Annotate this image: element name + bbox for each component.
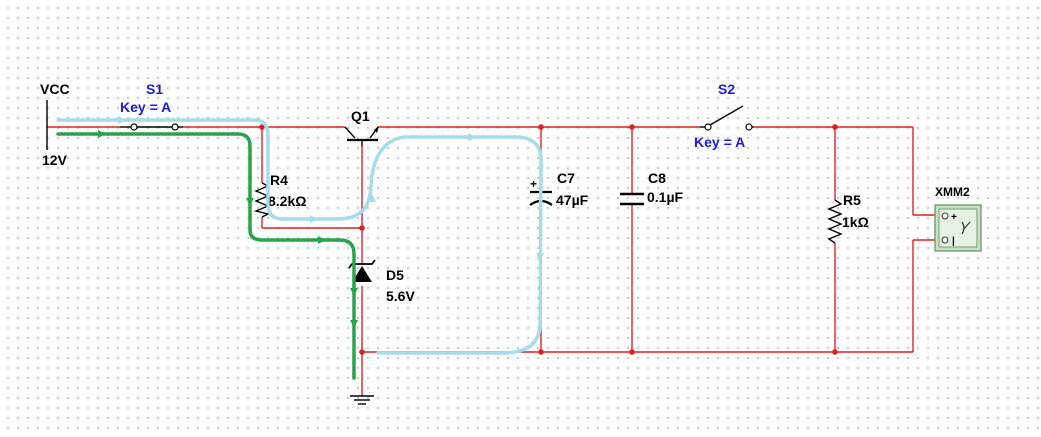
junction-nodes [259, 124, 838, 355]
c7-ref: C7 [557, 170, 575, 186]
zener-diode-icon [352, 266, 372, 282]
vcc-label: VCC [40, 81, 70, 97]
current-path-blue [56, 116, 544, 355]
svg-text:+: + [951, 212, 957, 223]
multimeter-xmm2[interactable]: XMM2 + | [934, 185, 982, 252]
s2-ref: S2 [718, 81, 735, 97]
r5-value: 1kΩ [842, 214, 869, 230]
r4-ref: R4 [270, 172, 288, 188]
vcc-voltage: 12V [42, 152, 68, 168]
c8-value: 0.1µF [647, 189, 684, 205]
d5-ref: D5 [386, 267, 404, 283]
switch-s1[interactable]: S1 Key = A [120, 81, 183, 131]
d5-value: 5.6V [386, 288, 415, 304]
xmm2-ref: XMM2 [935, 185, 970, 199]
capacitor-c7[interactable]: + C7 47µF [529, 170, 589, 208]
zener-diode-d5[interactable]: D5 5.6V [348, 259, 415, 304]
s1-ref: S1 [146, 81, 163, 97]
svg-text:+: + [530, 177, 537, 191]
transistor-q1[interactable]: Q1 [344, 108, 379, 146]
wires [47, 126, 935, 396]
c7-value: 47µF [556, 192, 589, 208]
vcc-source[interactable]: VCC 12V [40, 81, 70, 168]
q1-ref: Q1 [351, 108, 370, 124]
svg-text:|: | [952, 236, 955, 247]
ground-icon [350, 395, 374, 405]
r5-ref: R5 [843, 192, 861, 208]
resistor-r4[interactable]: R4 8.2kΩ [253, 172, 306, 218]
r4-value: 8.2kΩ [268, 193, 306, 209]
capacitor-c8[interactable]: C8 0.1µF [620, 170, 684, 206]
switch-s2[interactable]: S2 Key = A [694, 81, 754, 150]
current-path-green [56, 130, 358, 380]
s1-key: Key = A [120, 99, 171, 115]
c8-ref: C8 [648, 170, 666, 186]
resistor-r5[interactable]: R5 1kΩ [827, 192, 869, 244]
s2-key: Key = A [694, 134, 745, 150]
